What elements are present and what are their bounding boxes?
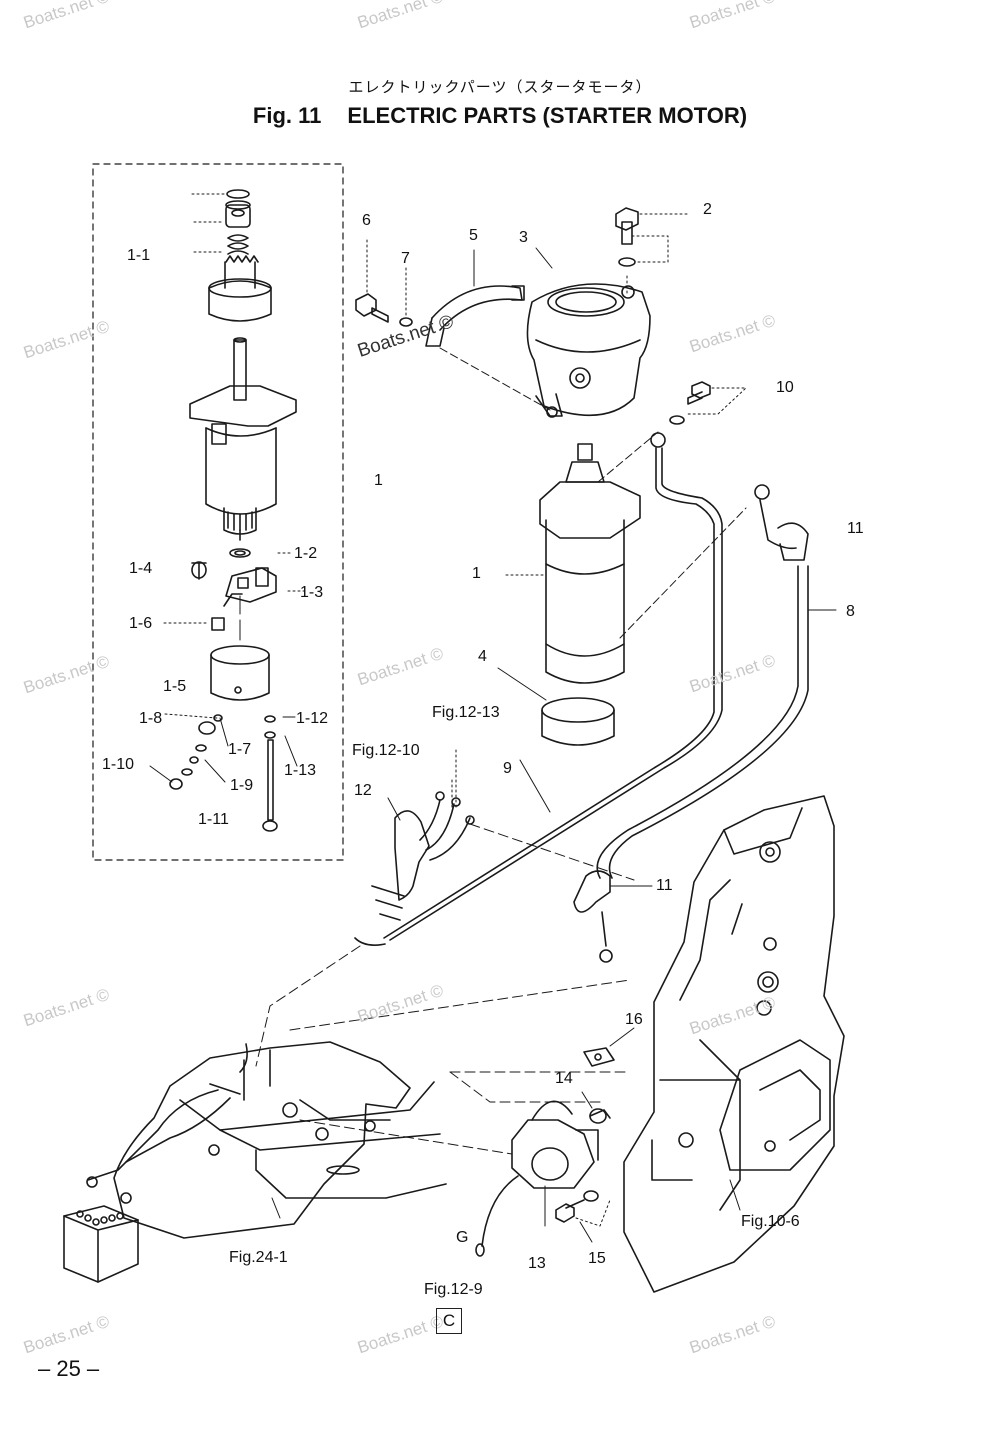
callout-9: 9 <box>503 760 512 777</box>
figure-title: Fig. 11 ELECTRIC PARTS (STARTER MOTOR) <box>0 103 1000 129</box>
clamp-band-5 <box>425 249 525 347</box>
bolt-2 <box>615 207 691 297</box>
callout-12: 12 <box>354 782 372 799</box>
starter-motor-1 <box>505 443 641 684</box>
rubber-ring-4 <box>497 667 615 746</box>
figure-caption: ELECTRIC PARTS (STARTER MOTOR) <box>347 103 748 128</box>
ref-fig-12-13: Fig.12-13 <box>432 704 500 721</box>
ref-fig-24-1: Fig.24-1 <box>229 1249 288 1266</box>
pinion-stack <box>208 189 272 322</box>
starter-cable-9 <box>383 432 723 941</box>
callout-1-3: 1-3 <box>300 584 324 601</box>
battery-cables <box>86 1043 248 1204</box>
small-hardware-stack <box>169 714 278 832</box>
callout-1-1: 1-1 <box>127 247 151 264</box>
callout-1-10: 1-10 <box>102 756 135 773</box>
callout-13: 13 <box>528 1255 546 1272</box>
starter-bracket-3 <box>526 247 651 418</box>
bottom-cowling <box>113 1041 447 1239</box>
starter-breakdown-frame <box>92 163 344 861</box>
callout-1-6: 1-6 <box>129 615 153 632</box>
ref-fig-12-10: Fig.12-10 <box>352 742 420 759</box>
callout-g: G <box>456 1229 469 1246</box>
callout-1-7: 1-7 <box>228 741 252 758</box>
callout-1-11: 1-11 <box>198 811 229 828</box>
bolt-15 <box>555 1190 611 1243</box>
cap-11-lower <box>573 870 653 963</box>
callout-16: 16 <box>625 1011 643 1028</box>
callout-11-upper: 11 <box>847 520 864 537</box>
plate-16 <box>583 1027 635 1067</box>
ref-fig-10-6: Fig.10-6 <box>741 1213 800 1230</box>
callout-1-9: 1-9 <box>230 777 254 794</box>
collar-14 <box>581 1091 611 1124</box>
brush-holder <box>223 567 277 607</box>
callout-2: 2 <box>703 201 712 218</box>
callout-1-assembly: 1 <box>374 472 383 489</box>
callout-1-4: 1-4 <box>129 560 153 577</box>
callout-1-12: 1-12 <box>296 710 329 727</box>
callout-10: 10 <box>776 379 794 396</box>
callout-15: 15 <box>588 1250 606 1267</box>
callout-14: 14 <box>555 1070 573 1087</box>
callout-1-8: 1-8 <box>139 710 163 727</box>
bolt-10 <box>669 381 747 425</box>
callout-3: 3 <box>519 229 528 246</box>
page-number: – 25 – <box>38 1356 100 1381</box>
bolt-6 <box>355 239 389 323</box>
title-japanese: エレクトリックパーツ（スタータモータ） <box>348 78 652 96</box>
cylinder-side-panel <box>623 795 845 1293</box>
callout-8: 8 <box>846 603 855 620</box>
callout-5: 5 <box>469 227 478 244</box>
callout-1-5: 1-5 <box>163 678 187 695</box>
callout-4: 4 <box>478 648 487 665</box>
starter-relay-13 <box>475 1100 599 1257</box>
starter-motor-body-exploded <box>189 337 297 541</box>
figure-number: Fig. 11 <box>252 103 322 128</box>
callout-7: 7 <box>401 250 410 267</box>
callout-1-starter: 1 <box>472 565 481 582</box>
callout-1-2: 1-2 <box>294 545 318 562</box>
yoke-housing <box>210 645 270 701</box>
ref-fig-12-9: Fig.12-9 <box>424 1281 483 1298</box>
callout-11-lower: 11 <box>656 877 673 894</box>
section-box: C <box>436 1308 462 1334</box>
battery <box>63 1205 139 1283</box>
callout-1-13: 1-13 <box>284 762 317 779</box>
callout-6: 6 <box>362 212 371 229</box>
washer-7 <box>399 317 413 327</box>
cable-8 <box>596 484 837 879</box>
cord-12-bundle <box>354 749 475 946</box>
